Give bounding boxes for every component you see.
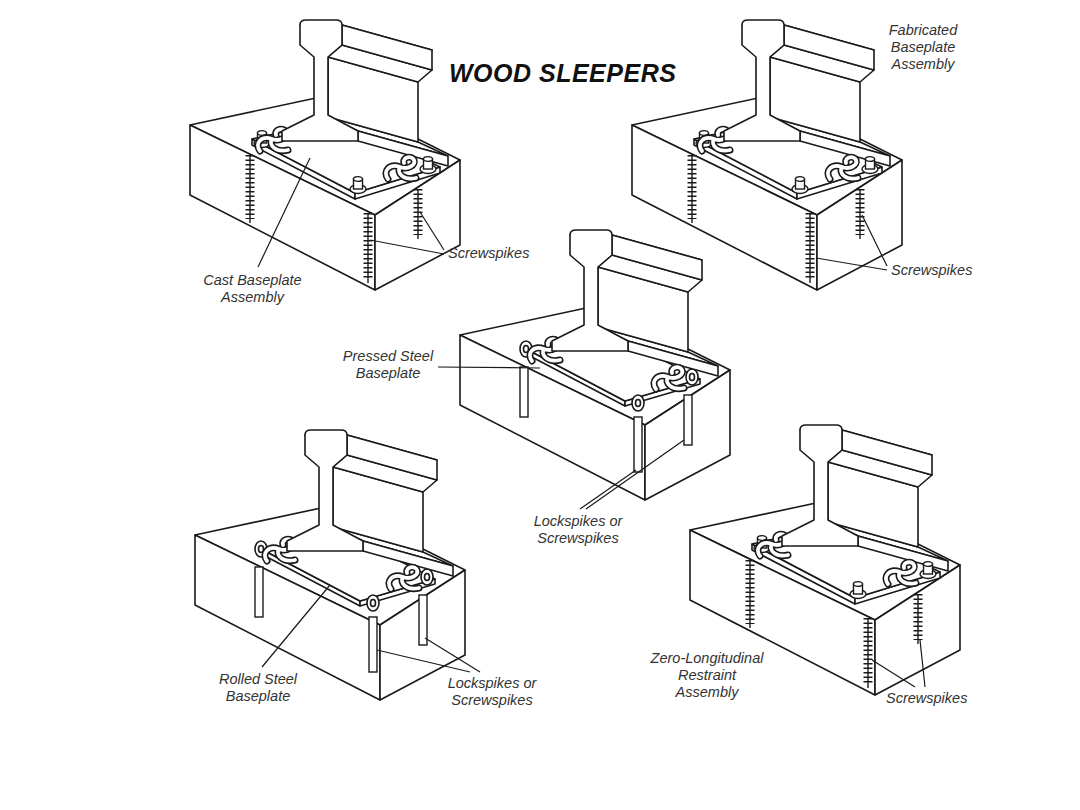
leader-lines — [258, 158, 925, 687]
part-label: Lockspikes or Screwspikes — [442, 675, 542, 709]
rolled-steel-assembly — [195, 430, 465, 700]
part-label: Rolled Steel Baseplate — [210, 671, 306, 705]
cast-baseplate-assembly — [190, 20, 460, 290]
leader-line — [370, 240, 444, 254]
part-label: Lockspikes or Screwspikes — [528, 513, 628, 547]
leader-line — [425, 638, 480, 672]
part-label: Zero-Longitudinal Restraint Assembly — [648, 650, 766, 701]
part-label: Fabricated Baseplate Assembly — [882, 22, 964, 73]
part-label: Cast Baseplate Assembly — [195, 272, 310, 306]
leader-line — [872, 660, 915, 687]
pressed-steel-assembly — [460, 230, 730, 500]
part-label: Screwspikes — [448, 245, 529, 262]
part-label: Pressed Steel Baseplate — [336, 348, 440, 382]
leader-line — [920, 640, 925, 687]
part-label: Screwspikes — [886, 690, 967, 707]
leader-line — [816, 258, 887, 270]
leader-line — [862, 215, 887, 266]
leader-line — [258, 158, 310, 267]
leader-line — [580, 470, 636, 509]
title: WOOD SLEEPERS — [449, 58, 676, 88]
leader-line — [586, 440, 684, 509]
leader-line — [420, 212, 444, 250]
leader-line — [377, 650, 470, 672]
leader-line — [438, 367, 540, 368]
leader-line — [262, 585, 330, 667]
part-label: Screwspikes — [891, 262, 972, 279]
